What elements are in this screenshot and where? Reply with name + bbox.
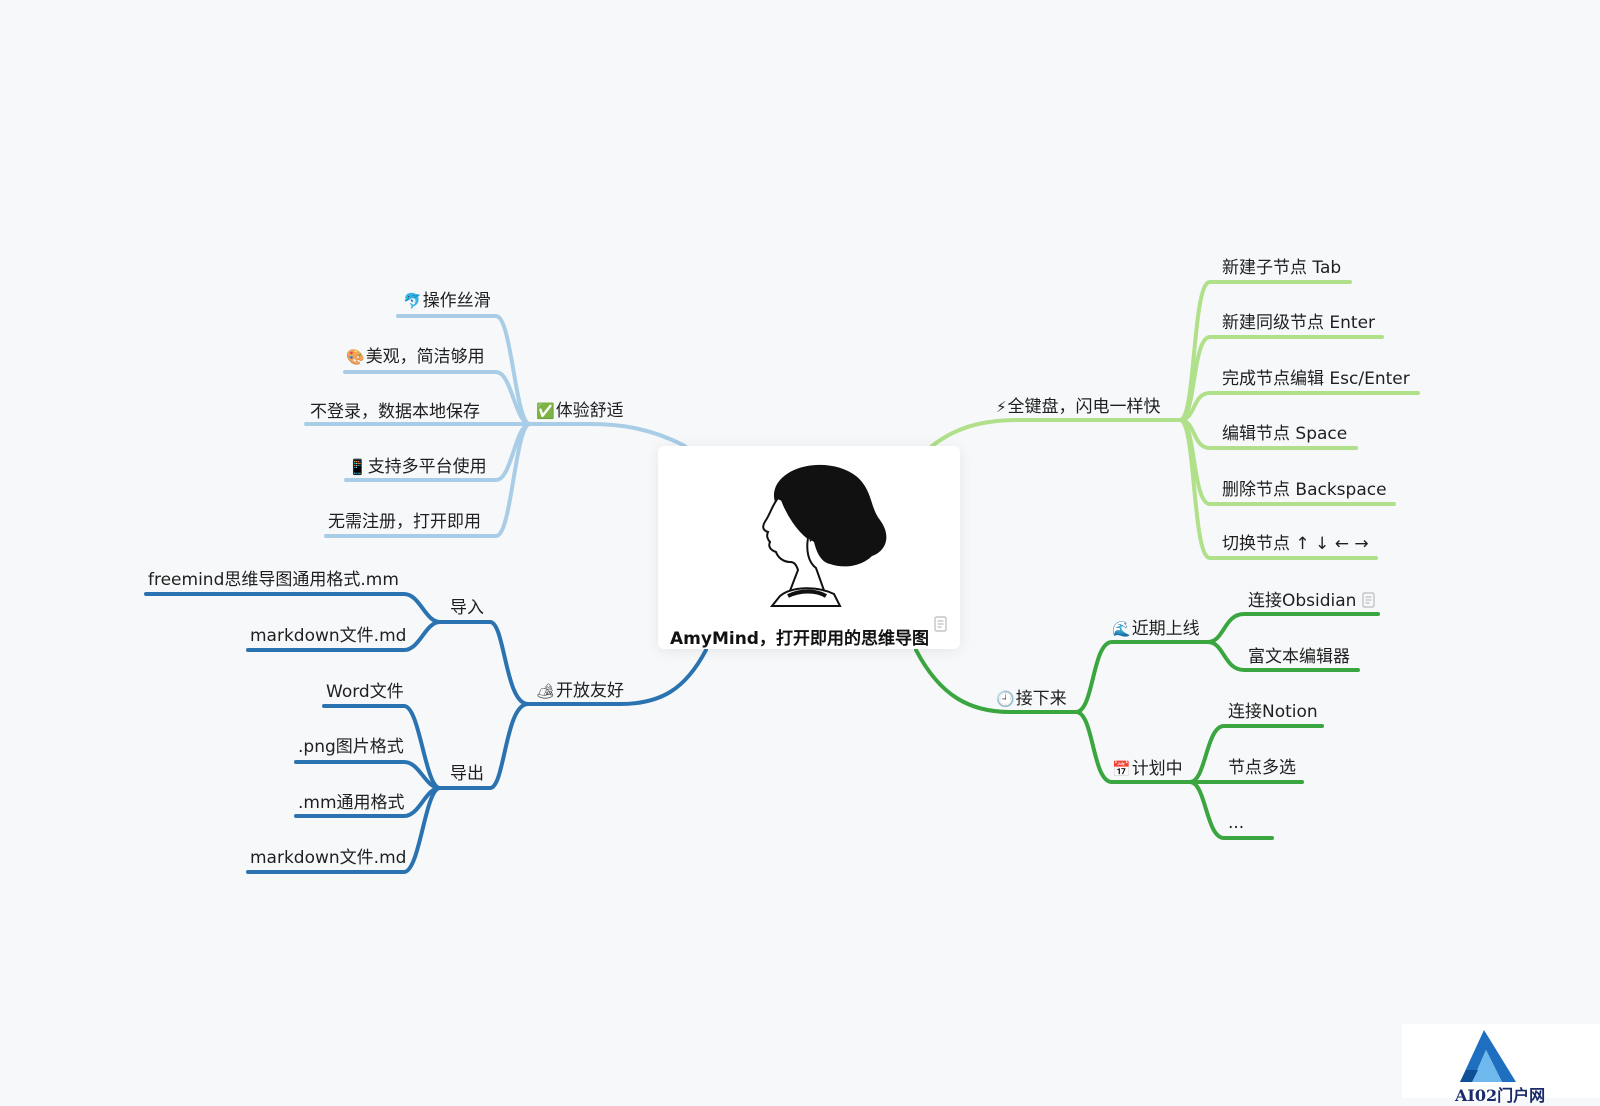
branch-open-links bbox=[144, 592, 708, 874]
dolphin-icon: 🐬 bbox=[403, 292, 422, 310]
node-key-esc[interactable]: 完成节点编辑 Esc/Enter bbox=[1222, 369, 1410, 389]
watermark-logo-icon bbox=[1460, 1030, 1516, 1082]
node-export-md[interactable]: markdown文件.md bbox=[250, 848, 407, 868]
node-export-word[interactable]: Word文件 bbox=[326, 682, 404, 702]
node-import[interactable]: 导入 bbox=[450, 598, 484, 618]
node-beautiful[interactable]: 🎨美观，简洁够用 bbox=[346, 347, 485, 367]
node-planned[interactable]: 📅计划中 bbox=[1112, 759, 1183, 779]
girl-portrait-icon bbox=[762, 464, 887, 607]
node-keyboard[interactable]: ⚡全键盘，闪电一样快 bbox=[996, 397, 1161, 417]
node-next[interactable]: 🕘接下来 bbox=[996, 689, 1067, 709]
node-open[interactable]: 🏕开放友好 bbox=[536, 681, 625, 701]
calendar-icon: 📅 bbox=[1112, 760, 1131, 778]
node-multi-platform[interactable]: 📱支持多平台使用 bbox=[348, 457, 487, 477]
node-import-md[interactable]: markdown文件.md bbox=[250, 626, 407, 646]
node-multi-select[interactable]: 节点多选 bbox=[1228, 758, 1296, 778]
branch-experience-links bbox=[304, 314, 687, 538]
node-export-mm[interactable]: .mm通用格式 bbox=[298, 793, 405, 813]
node-import-mm[interactable]: freemind思维导图通用格式.mm bbox=[148, 570, 399, 590]
node-ellipsis[interactable]: ... bbox=[1228, 813, 1245, 833]
node-key-backspace[interactable]: 删除节点 Backspace bbox=[1222, 480, 1387, 500]
node-key-arrows[interactable]: 切换节点 ↑ ↓ ← → bbox=[1222, 534, 1369, 554]
node-key-enter[interactable]: 新建同级节点 Enter bbox=[1222, 313, 1376, 333]
node-no-register[interactable]: 无需注册，打开即用 bbox=[328, 512, 481, 532]
node-experience[interactable]: ✅体验舒适 bbox=[536, 401, 624, 421]
node-smooth[interactable]: 🐬操作丝滑 bbox=[403, 291, 491, 311]
node-soon[interactable]: 🌊近期上线 bbox=[1112, 619, 1200, 639]
node-rich-text[interactable]: 富文本编辑器 bbox=[1248, 647, 1350, 667]
clock-icon: 🕘 bbox=[996, 690, 1015, 708]
lightning-icon: ⚡ bbox=[996, 398, 1007, 416]
node-key-space[interactable]: 编辑节点 Space bbox=[1222, 424, 1348, 444]
node-export-png[interactable]: .png图片格式 bbox=[298, 737, 404, 757]
node-export[interactable]: 导出 bbox=[450, 764, 484, 784]
palette-icon: 🎨 bbox=[346, 348, 365, 366]
branch-next-links bbox=[914, 612, 1380, 840]
center-node[interactable] bbox=[658, 446, 960, 649]
watermark-text: AI02门户网 bbox=[1455, 1086, 1546, 1105]
node-notion[interactable]: 连接Notion bbox=[1228, 702, 1318, 722]
center-title: AmyMind，打开即用的思维导图 bbox=[670, 629, 929, 649]
branch-keyboard-links bbox=[930, 280, 1420, 560]
node-obsidian[interactable]: 连接Obsidian bbox=[1248, 591, 1357, 611]
phone-icon: 📱 bbox=[348, 458, 367, 476]
node-key-tab[interactable]: 新建子节点 Tab bbox=[1222, 258, 1342, 278]
note-icon[interactable] bbox=[934, 616, 948, 632]
node-local-save[interactable]: 不登录，数据本地保存 bbox=[310, 402, 480, 422]
wave-icon: 🌊 bbox=[1112, 620, 1131, 638]
watermark bbox=[1402, 1024, 1600, 1098]
note-icon[interactable] bbox=[1362, 592, 1376, 608]
check-icon: ✅ bbox=[536, 402, 555, 420]
camping-icon: 🏕 bbox=[536, 682, 556, 700]
